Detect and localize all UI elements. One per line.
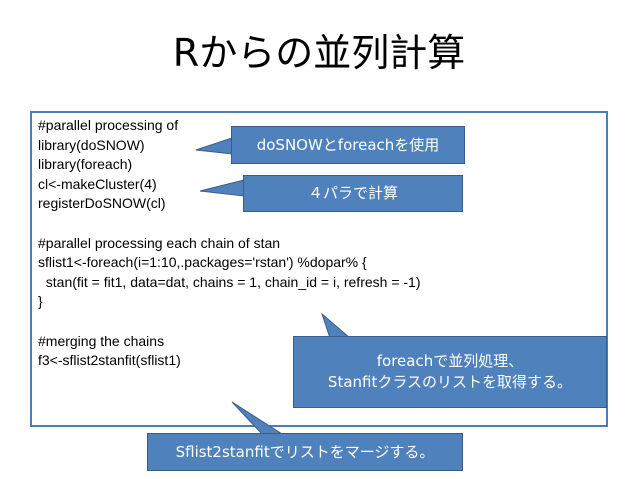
code-line: library(foreach) <box>38 156 133 173</box>
code-line: cl<-makeCluster(4) <box>38 175 157 192</box>
callout-text: Sflist2stanfitでリストをマージする。 <box>175 442 435 461</box>
callout-text-line1: foreachで並列処理、 <box>376 352 524 370</box>
code-line: #parallel processing each chain of stan <box>38 234 281 251</box>
callout-pointer-dosnow <box>195 137 233 155</box>
callout-pointer-four <box>199 179 245 197</box>
code-line: sflist1<-foreach(i=1:10,.packages='rstan… <box>38 254 367 271</box>
code-line: #parallel processing of <box>38 117 179 133</box>
callout-text-line2: Stanfitクラスのリストを取得する。 <box>327 373 573 391</box>
callout-text: doSNOWとforeachを使用 <box>256 135 440 154</box>
code-line: f3<-sflist2stanfit(sflist1) <box>38 352 181 369</box>
callout-foreach-parallel: foreachで並列処理、 Stanfitクラスのリストを取得する。 <box>293 336 607 408</box>
slide-title: Rからの並列計算 <box>172 31 466 75</box>
code-line: library(doSNOW) <box>38 136 145 153</box>
code-block: #parallel processing of library(doSNOW) … <box>38 116 421 371</box>
code-line: #merging the chains <box>38 332 165 349</box>
code-line: registerDoSNOW(cl) <box>38 195 166 212</box>
callout-pointer-foreach <box>320 312 352 339</box>
callout-pointer-merge <box>231 401 284 435</box>
code-line: } <box>38 293 43 310</box>
code-line: stan(fit = fit1, data=dat, chains = 1, c… <box>38 273 421 290</box>
callout-merge: Sflist2stanfitでリストをマージする。 <box>147 433 463 471</box>
callout-text: ４パラで計算 <box>307 184 398 202</box>
callout-dosnow-foreach: doSNOWとforeachを使用 <box>231 126 465 164</box>
callout-four-parallel: ４パラで計算 <box>243 175 463 212</box>
